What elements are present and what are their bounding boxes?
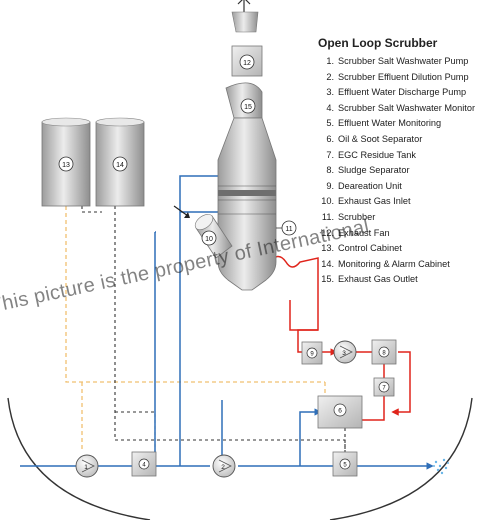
legend-item-number: 15.	[321, 274, 334, 285]
legend-item-number: 2.	[326, 71, 334, 82]
legend-item-label: Control Cabinet	[338, 243, 402, 254]
signal-lines	[65, 206, 326, 452]
sludge-separator	[371, 339, 397, 365]
legend-item-label: Oil & Soot Separator	[338, 133, 423, 144]
legend-item-number: 10.	[321, 196, 334, 207]
washwater-pump	[75, 454, 99, 478]
label-2: 2	[221, 464, 225, 471]
legend-item-label: Effluent Water Monitoring	[338, 118, 442, 129]
exhaust-outlet-arrow	[231, 0, 259, 33]
legend-item-label: Scrubber Salt Washwater Pump	[338, 56, 469, 66]
ship-hull	[7, 397, 151, 520]
legend-item-label: Monitoring & Alarm Cabinet	[338, 258, 450, 269]
legend-item-number: 6.	[326, 133, 334, 144]
legend-item: 7. EGC Residue Tank	[318, 148, 478, 164]
legend-item: 5. Effluent Water Monitoring	[318, 116, 478, 132]
legend-item: 4. Scrubber Salt Washwater Monitor	[318, 101, 478, 117]
legend-item: 13. Control Cabinet	[318, 241, 478, 257]
legend-item: 10. Exhaust Gas Inlet	[318, 194, 478, 210]
legend-item-label: Effluent Water Discharge Pump	[338, 87, 467, 98]
legend-item-label: Exhaust Fan	[338, 227, 390, 238]
label-6: 6	[338, 408, 342, 415]
legend-item-number: 4.	[326, 102, 334, 113]
legend-item-number: 7.	[326, 149, 334, 160]
legend-title: Open Loop Scrubber	[318, 36, 438, 50]
effluent-discharge-pump	[333, 340, 357, 364]
label-5: 5	[343, 463, 347, 469]
legend-item: 3. Effluent Water Discharge Pump	[318, 85, 478, 101]
legend-item-label: Exhaust Gas Inlet	[338, 196, 411, 207]
label-12: 12	[243, 60, 251, 67]
label-9: 9	[310, 352, 314, 358]
label-15: 15	[244, 104, 252, 111]
legend-item-label: Scrubber	[338, 211, 376, 222]
legend-item: 12. Exhaust Fan	[318, 226, 478, 242]
legend-item-number: 12.	[321, 227, 334, 238]
legend-item-number: 9.	[326, 180, 334, 191]
label-1: 1	[84, 464, 88, 471]
label-10: 10	[205, 236, 213, 243]
overboard-spray	[433, 458, 449, 475]
legend-item-label: Scrubber Effluent Dilution Pump	[338, 71, 469, 82]
label-3: 3	[342, 350, 346, 357]
legend-item-number: 1.	[326, 56, 334, 66]
legend-item-number: 11.	[321, 211, 334, 222]
legend-item: 14. Monitoring & Alarm Cabinet	[318, 257, 478, 273]
label-4: 4	[142, 463, 146, 469]
legend-item-label: Sludge Separator	[338, 165, 410, 176]
legend-item: 9. Deareation Unit	[318, 179, 478, 195]
legend-item-label: Exhaust Gas Outlet	[338, 274, 418, 285]
legend-item-number: 5.	[326, 118, 334, 129]
legend-item-label: Scrubber Salt Washwater Monitor	[338, 102, 476, 113]
legend-item: 2. Scrubber Effluent Dilution Pump	[318, 70, 478, 86]
legend-item-number: 13.	[321, 243, 334, 254]
label-13: 13	[62, 162, 70, 169]
legend-item: 15. Exhaust Gas Outlet	[318, 272, 478, 288]
legend-item: 8. Sludge Separator	[318, 163, 478, 179]
legend: Open Loop Scrubber 1. Scrubber Salt Washw…	[318, 36, 478, 288]
legend-item-label: EGC Residue Tank	[338, 149, 416, 160]
ship-hull-right	[329, 397, 473, 520]
legend-item-number: 8.	[326, 165, 334, 176]
legend-item-number: 3.	[326, 87, 334, 98]
legend-item: 1. Scrubber Salt Washwater Pump	[318, 54, 478, 70]
label-8: 8	[382, 351, 386, 357]
dilution-pump	[212, 454, 236, 478]
legend-item: 6. Oil & Soot Separator	[318, 132, 478, 148]
label-7: 7	[382, 386, 386, 392]
legend-item-number: 14.	[321, 258, 334, 269]
label-14: 14	[116, 162, 124, 169]
legend-item-label: Deareation Unit	[338, 180, 402, 191]
legend-item: 11. Scrubber	[318, 210, 478, 226]
label-11: 11	[285, 226, 292, 233]
legend-list: 1. Scrubber Salt Washwater Pump 2. Scrubber…	[318, 54, 478, 288]
